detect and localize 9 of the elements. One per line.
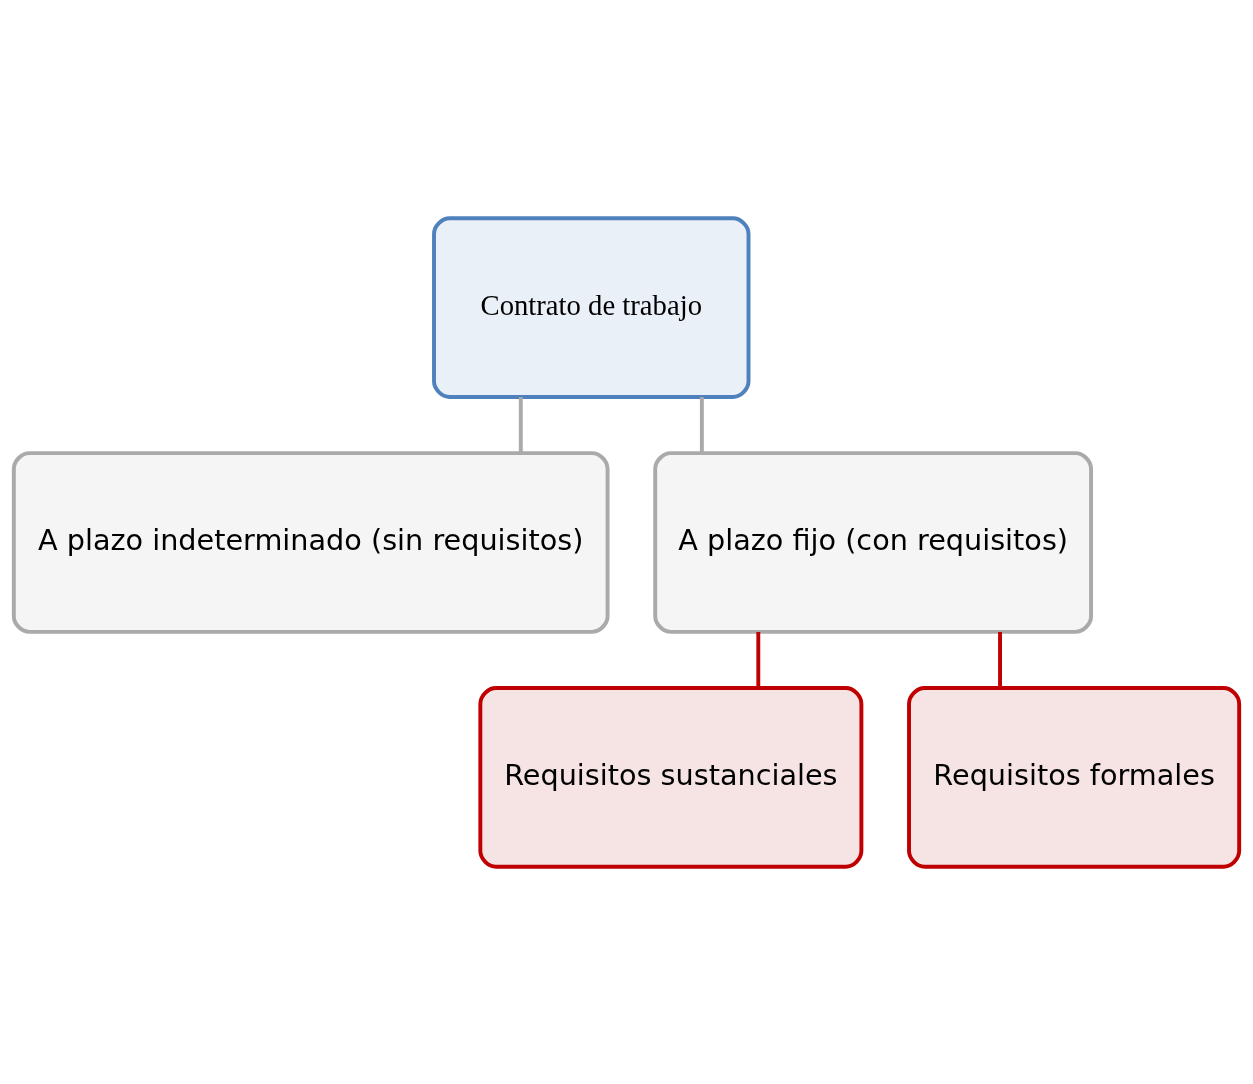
node-box: Contrato de trabajo	[432, 215, 751, 399]
connector	[756, 631, 761, 688]
connector	[518, 396, 523, 453]
connector	[699, 396, 704, 453]
node-box: A plazo indeterminado (sin requisitos)	[11, 450, 610, 634]
node-box: Requisitos formales	[907, 685, 1242, 869]
node-box: Requisitos sustanciales	[478, 685, 864, 869]
connector	[998, 631, 1002, 688]
node-box: A plazo fijo (con requisitos)	[653, 450, 1093, 634]
